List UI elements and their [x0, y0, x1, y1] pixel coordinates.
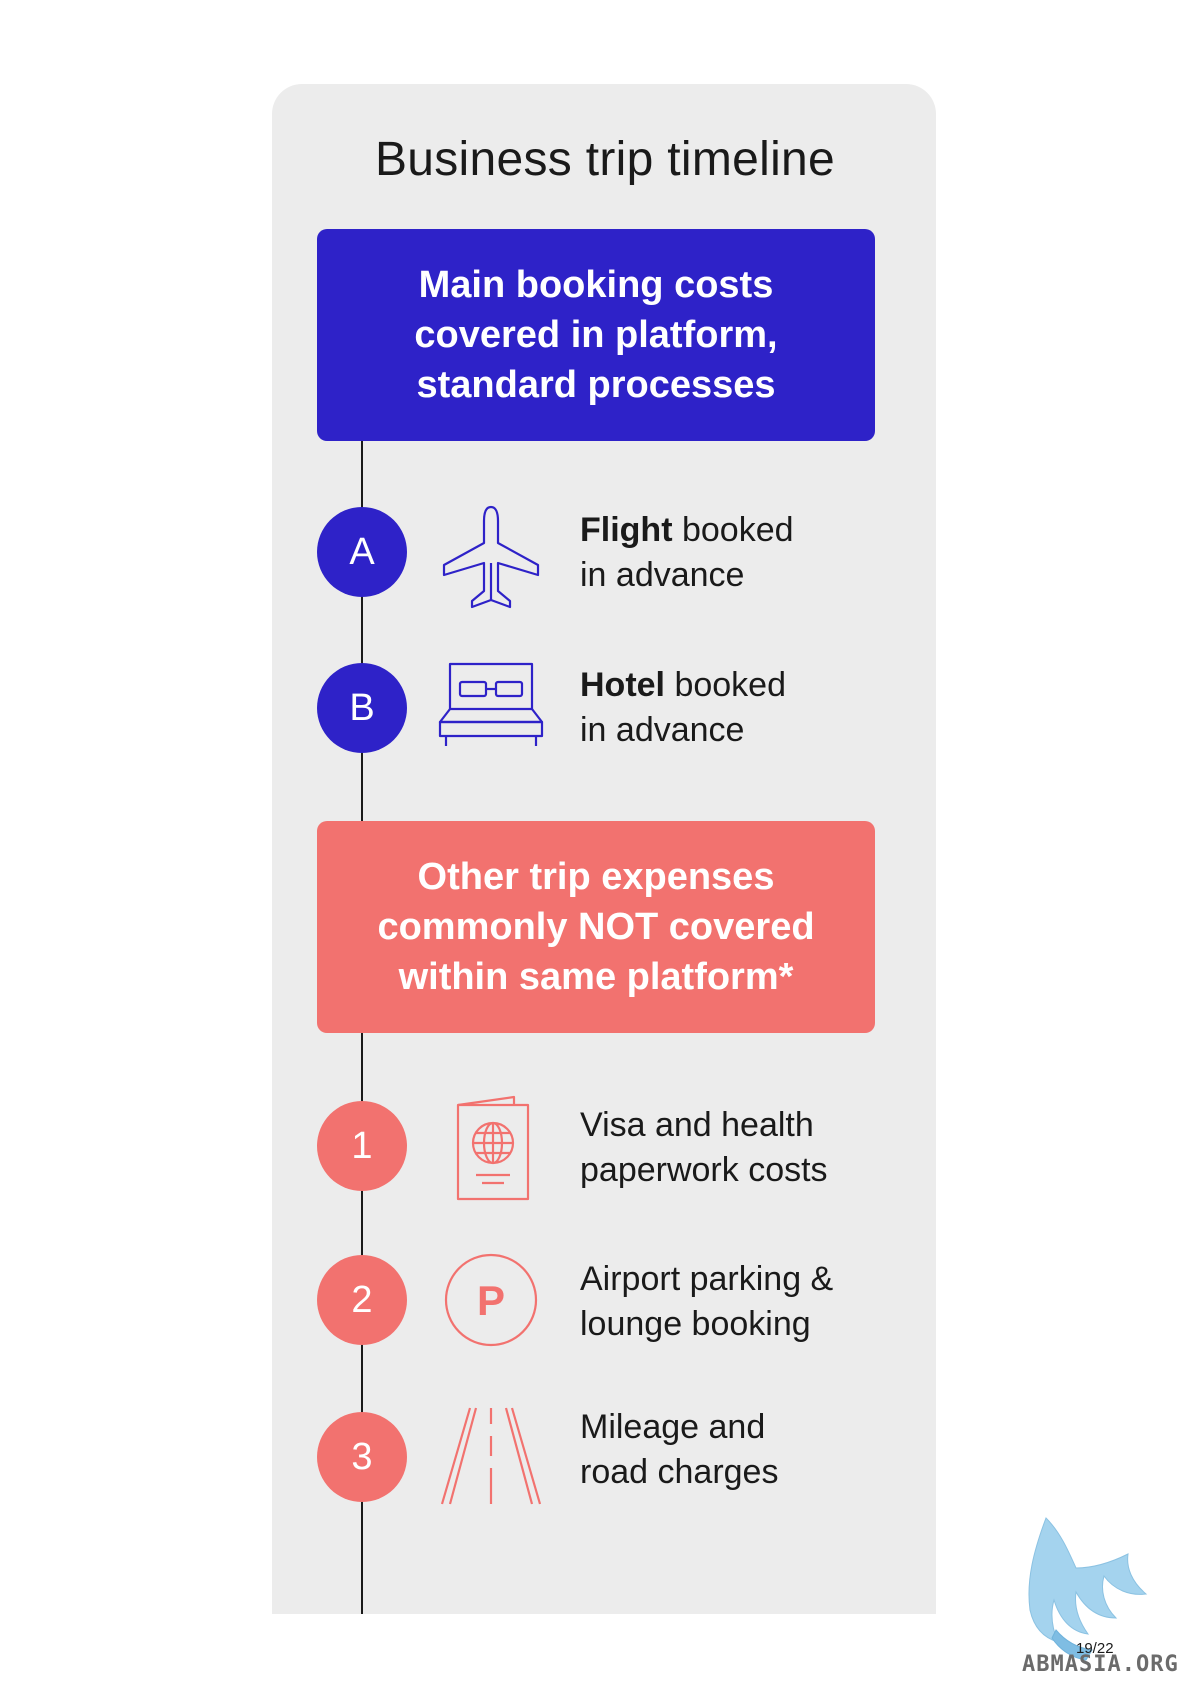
flight-item-rest: booked: [672, 511, 794, 549]
main-costs-banner: Main booking costs covered in platform, …: [317, 229, 875, 441]
hotel-item-rest: booked: [665, 666, 786, 704]
marker-label: B: [349, 686, 375, 729]
timeline-marker-1: 1: [317, 1101, 407, 1191]
timeline-marker-3: 3: [317, 1412, 407, 1502]
hotel-item-bold: Hotel: [580, 666, 665, 704]
mileage-item-line2: road charges: [580, 1453, 779, 1491]
bed-icon: [436, 654, 546, 764]
parking-icon: P: [436, 1245, 546, 1355]
flight-item-line2: in advance: [580, 556, 745, 594]
marker-label: 2: [351, 1278, 373, 1321]
watermark-text: ABMASIA.ORG: [1022, 1652, 1179, 1677]
hotel-item-line2: in advance: [580, 711, 745, 749]
svg-text:P: P: [477, 1277, 505, 1324]
watermark-logo: [1016, 1510, 1186, 1682]
marker-label: 1: [351, 1124, 373, 1167]
airplane-icon: [436, 503, 546, 613]
flight-item-bold: Flight: [580, 511, 673, 549]
passport-icon: [436, 1091, 546, 1201]
timeline-marker-b: B: [317, 663, 407, 753]
parking-item-line1: Airport parking &: [580, 1260, 834, 1298]
flight-item-text: Flight booked in advance: [580, 508, 910, 598]
marker-label: 3: [351, 1435, 373, 1478]
visa-item-text: Visa and health paperwork costs: [580, 1103, 910, 1193]
timeline-marker-a: A: [317, 507, 407, 597]
parking-item-line2: lounge booking: [580, 1305, 811, 1343]
visa-item-line2: paperwork costs: [580, 1151, 828, 1189]
other-expenses-banner-text: Other trip expenses commonly NOT covered…: [377, 856, 815, 998]
page-number: 19/22: [1076, 1640, 1114, 1657]
hotel-item-text: Hotel booked in advance: [580, 663, 910, 753]
visa-item-line1: Visa and health: [580, 1106, 814, 1144]
other-expenses-banner: Other trip expenses commonly NOT covered…: [317, 821, 875, 1033]
timeline-marker-2: 2: [317, 1255, 407, 1345]
main-costs-banner-text: Main booking costs covered in platform, …: [414, 264, 778, 406]
page-title: Business trip timeline: [374, 133, 836, 186]
marker-label: A: [349, 530, 375, 573]
mileage-item-text: Mileage and road charges: [580, 1405, 910, 1495]
mileage-item-line1: Mileage and: [580, 1408, 766, 1446]
road-icon: [436, 1400, 546, 1510]
parking-item-text: Airport parking & lounge booking: [580, 1257, 910, 1347]
